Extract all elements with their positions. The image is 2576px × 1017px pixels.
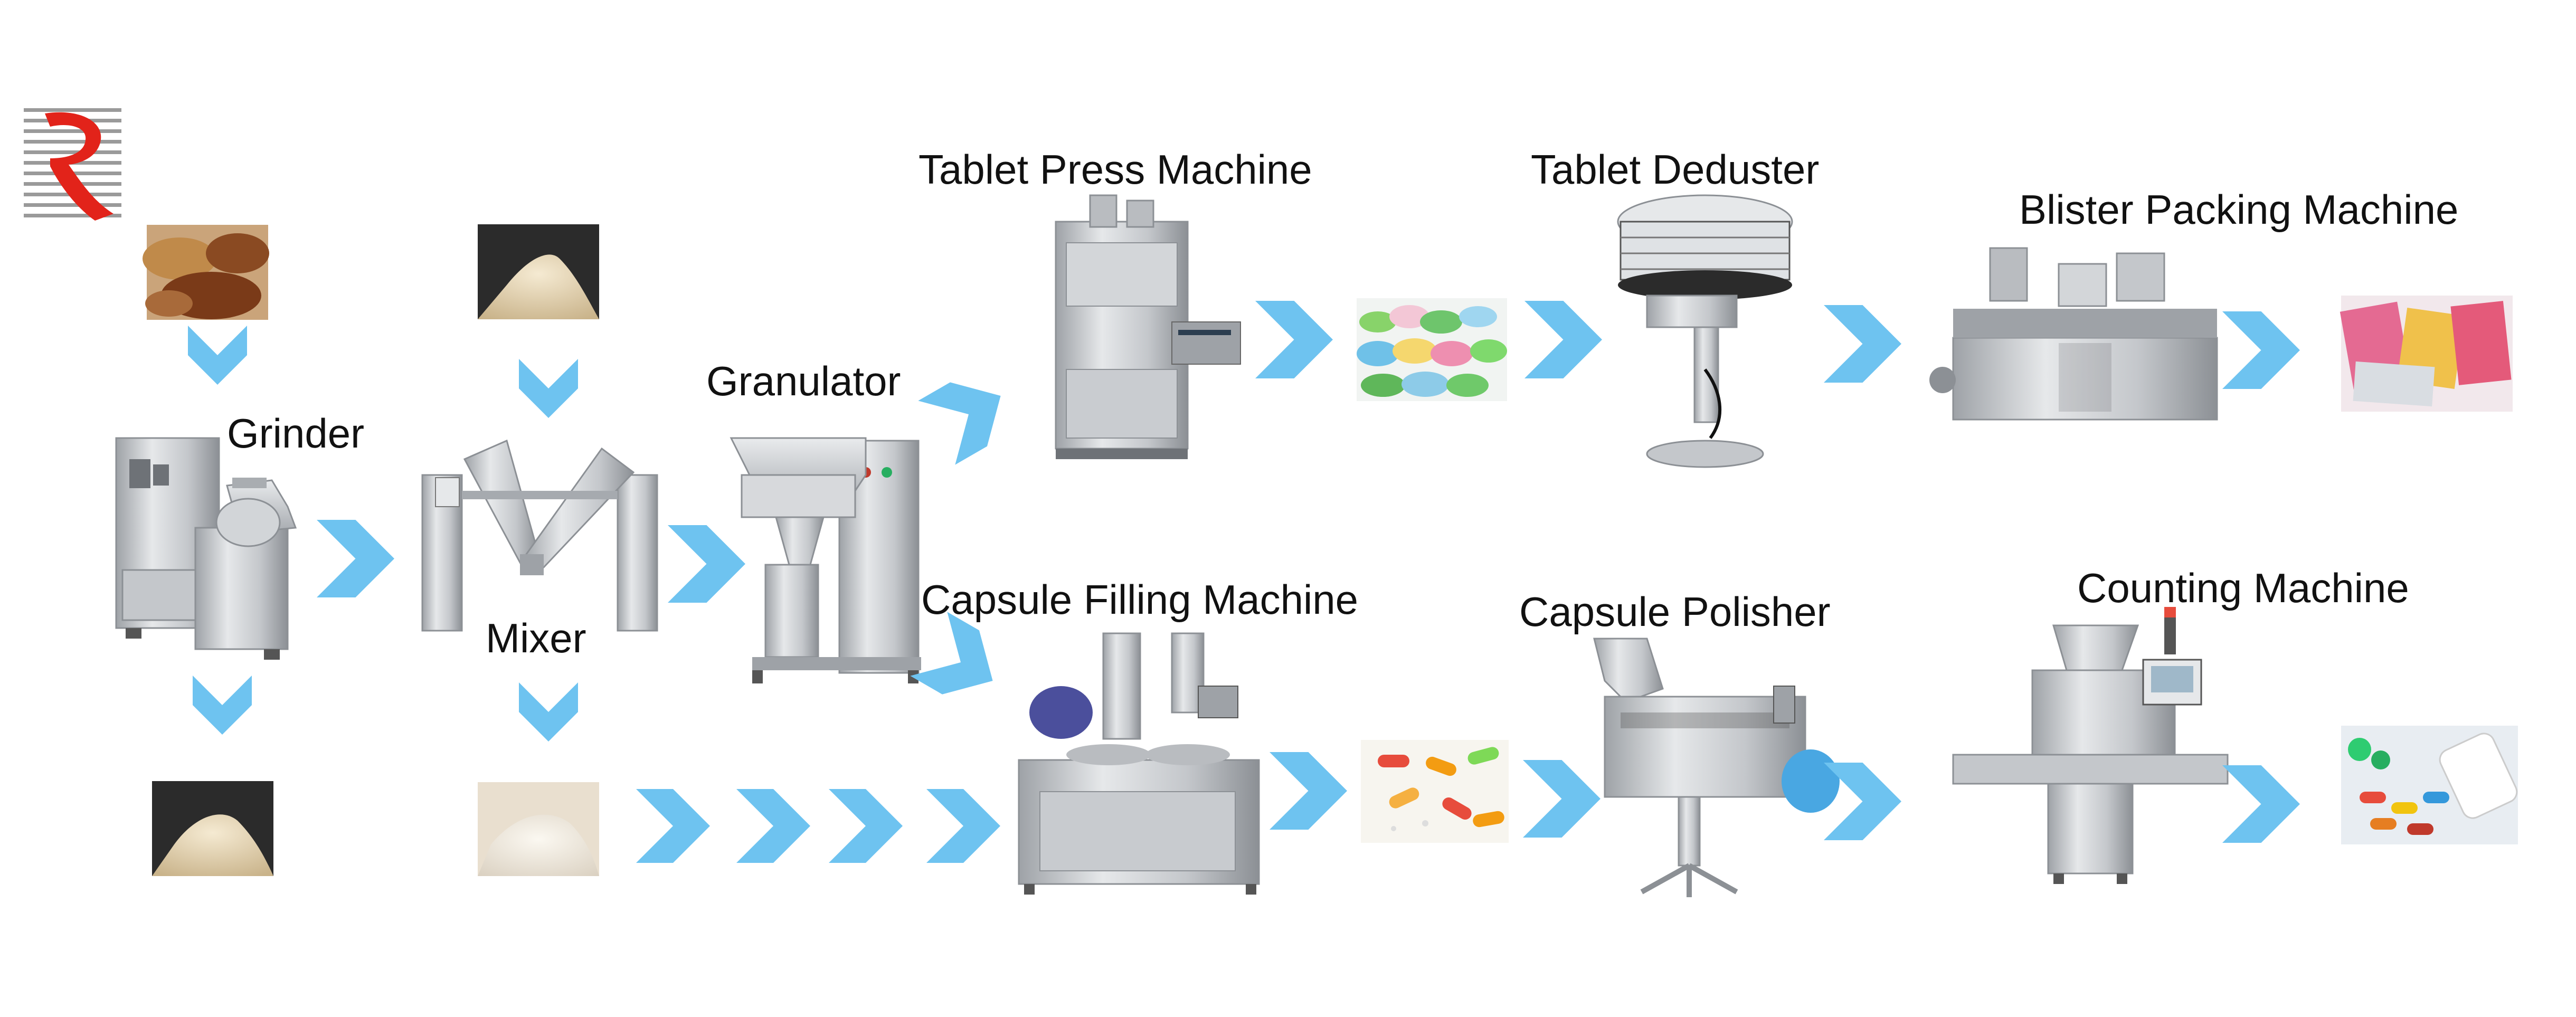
chevron-arrow-icon xyxy=(317,520,394,597)
chevron-arrow-icon xyxy=(1824,305,1901,383)
chevron-arrow-icon xyxy=(519,359,578,418)
chevron-arrow-icon xyxy=(1270,752,1347,830)
counting-machine-label: Counting Machine xyxy=(2077,565,2409,611)
chevron-arrow-icon xyxy=(636,789,710,863)
grinder-label: Grinder xyxy=(227,410,365,457)
mixer-label: Mixer xyxy=(486,615,586,661)
capsule-polisher-label: Capsule Polisher xyxy=(1519,588,1831,635)
capsule-filling-machine-image xyxy=(1018,632,1260,895)
tablets-image xyxy=(1357,298,1507,401)
spices-image xyxy=(143,225,269,320)
tablet-press-label: Tablet Press Machine xyxy=(918,146,1312,193)
chevron-arrow-icon xyxy=(926,789,1000,863)
blister-packing-machine-image xyxy=(1929,247,2218,421)
chevron-arrow-icon xyxy=(188,326,247,385)
chevron-arrow-icon xyxy=(2222,311,2300,389)
chevron-arrow-icon xyxy=(1524,301,1602,378)
grinder-machine-image xyxy=(115,437,297,660)
capsule-polisher-machine-image xyxy=(1593,638,1840,897)
mixed-powder-image xyxy=(478,782,599,876)
tablet-deduster-machine-image xyxy=(1617,194,1793,468)
ground-powder-image xyxy=(152,781,273,876)
company-logo-icon xyxy=(24,108,121,221)
blister-packing-label: Blister Packing Machine xyxy=(2019,186,2459,233)
chevron-arrow-icon xyxy=(668,525,745,603)
chevron-arrow-icon xyxy=(193,676,252,735)
chevron-arrow-icon xyxy=(2222,765,2300,843)
capsule-filling-label: Capsule Filling Machine xyxy=(921,576,1359,623)
chevron-arrow-icon xyxy=(1255,301,1333,378)
granulator-label: Granulator xyxy=(706,358,901,404)
tablet-press-machine-image xyxy=(1055,194,1241,459)
counting-machine-image xyxy=(1952,607,2229,884)
chevron-arrow-icon xyxy=(918,364,1019,465)
blister-packs-image xyxy=(2340,296,2513,412)
chevron-arrow-icon xyxy=(1523,760,1600,838)
chevron-arrow-icon xyxy=(519,682,578,742)
chevron-arrow-icon xyxy=(736,789,810,863)
mixer-machine-image xyxy=(421,439,658,632)
granulator-machine-image xyxy=(730,437,921,683)
chevron-arrow-icon xyxy=(910,612,1011,713)
chevron-arrow-icon xyxy=(1824,763,1901,840)
tablet-deduster-label: Tablet Deduster xyxy=(1531,146,1820,193)
chevron-arrow-icon xyxy=(829,789,903,863)
raw-powder-image xyxy=(478,224,599,319)
capsules-image xyxy=(1361,740,1509,843)
pills-bottle-image xyxy=(2341,726,2518,844)
